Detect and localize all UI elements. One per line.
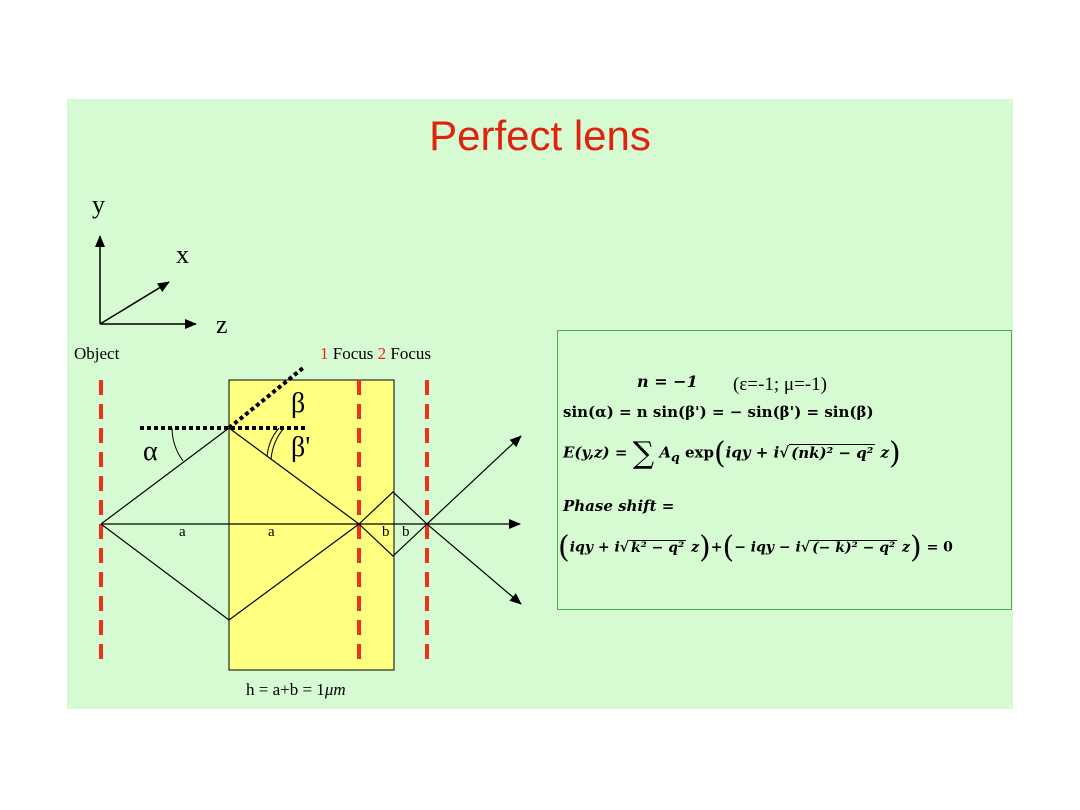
coordinate-axes bbox=[95, 235, 197, 329]
slide-title: Perfect lens bbox=[429, 112, 651, 159]
b-label-2: b bbox=[402, 524, 410, 540]
ray-lower bbox=[100, 523, 522, 621]
phase-shift-label: Phase shift = bbox=[563, 497, 675, 515]
y-axis-label: y bbox=[92, 190, 105, 219]
a-label-2: a bbox=[268, 524, 275, 540]
a-label-1: a bbox=[179, 524, 186, 540]
b-label-1: b bbox=[382, 524, 390, 540]
epsilon-mu-params: (ε=-1; μ=-1) bbox=[733, 374, 827, 395]
lens-slab bbox=[228, 379, 395, 671]
x-axis-label: x bbox=[176, 240, 189, 269]
focus-labels: 1 Focus 2 Focus bbox=[320, 344, 431, 363]
field-equation: E(y,z) = ∑ Aq exp(iqy + i√(nk)² − q² z) bbox=[563, 436, 901, 471]
thickness-label: h = a+b = 1μm bbox=[246, 680, 346, 699]
object-label: Object bbox=[74, 344, 120, 363]
alpha-label: α bbox=[143, 436, 158, 467]
snell-equation: sin(α) = n sin(β') = − sin(β') = sin(β) bbox=[563, 403, 874, 421]
beta-label: β bbox=[291, 388, 306, 419]
x-axis-arrow bbox=[99, 281, 170, 325]
alpha-arc bbox=[171, 427, 184, 462]
incident-extension-dotted bbox=[227, 366, 305, 430]
beta-prime-arc-2 bbox=[266, 427, 280, 458]
equations-box bbox=[557, 330, 1012, 610]
z-axis-label: z bbox=[216, 310, 228, 339]
beta-prime-label: β' bbox=[291, 432, 311, 463]
phase-shift-equation: (iqy + i√k² − q² z)+(− iqy − i√(− k)² − … bbox=[558, 530, 953, 565]
ray-upper bbox=[100, 427, 522, 525]
beta-prime-arc-1 bbox=[270, 427, 285, 461]
n-equation: n = −1 bbox=[637, 372, 698, 391]
